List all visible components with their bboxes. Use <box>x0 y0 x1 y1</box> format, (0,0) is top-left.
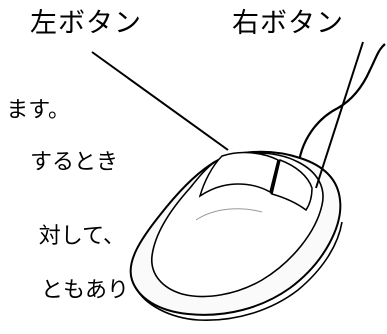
mouse-surface-highlight <box>195 208 263 221</box>
body-text-line-2: するとき <box>29 150 118 175</box>
right-button-pointer-line <box>315 41 364 189</box>
mouse-right-button <box>271 158 313 212</box>
body-text-line-4: ともあり <box>40 278 129 303</box>
mouse-cable <box>296 43 386 171</box>
body-text-line-1: ます。 <box>6 98 70 123</box>
mouse-button-divider <box>270 159 280 195</box>
body-text-line-3: 対して、 <box>38 224 125 249</box>
left-button-label: 左ボタン <box>30 8 142 39</box>
right-button-label: 右ボタン <box>232 8 344 39</box>
mouse-left-button <box>198 151 279 198</box>
left-button-pointer-line <box>91 51 229 151</box>
mouse-base-lip <box>135 221 343 322</box>
